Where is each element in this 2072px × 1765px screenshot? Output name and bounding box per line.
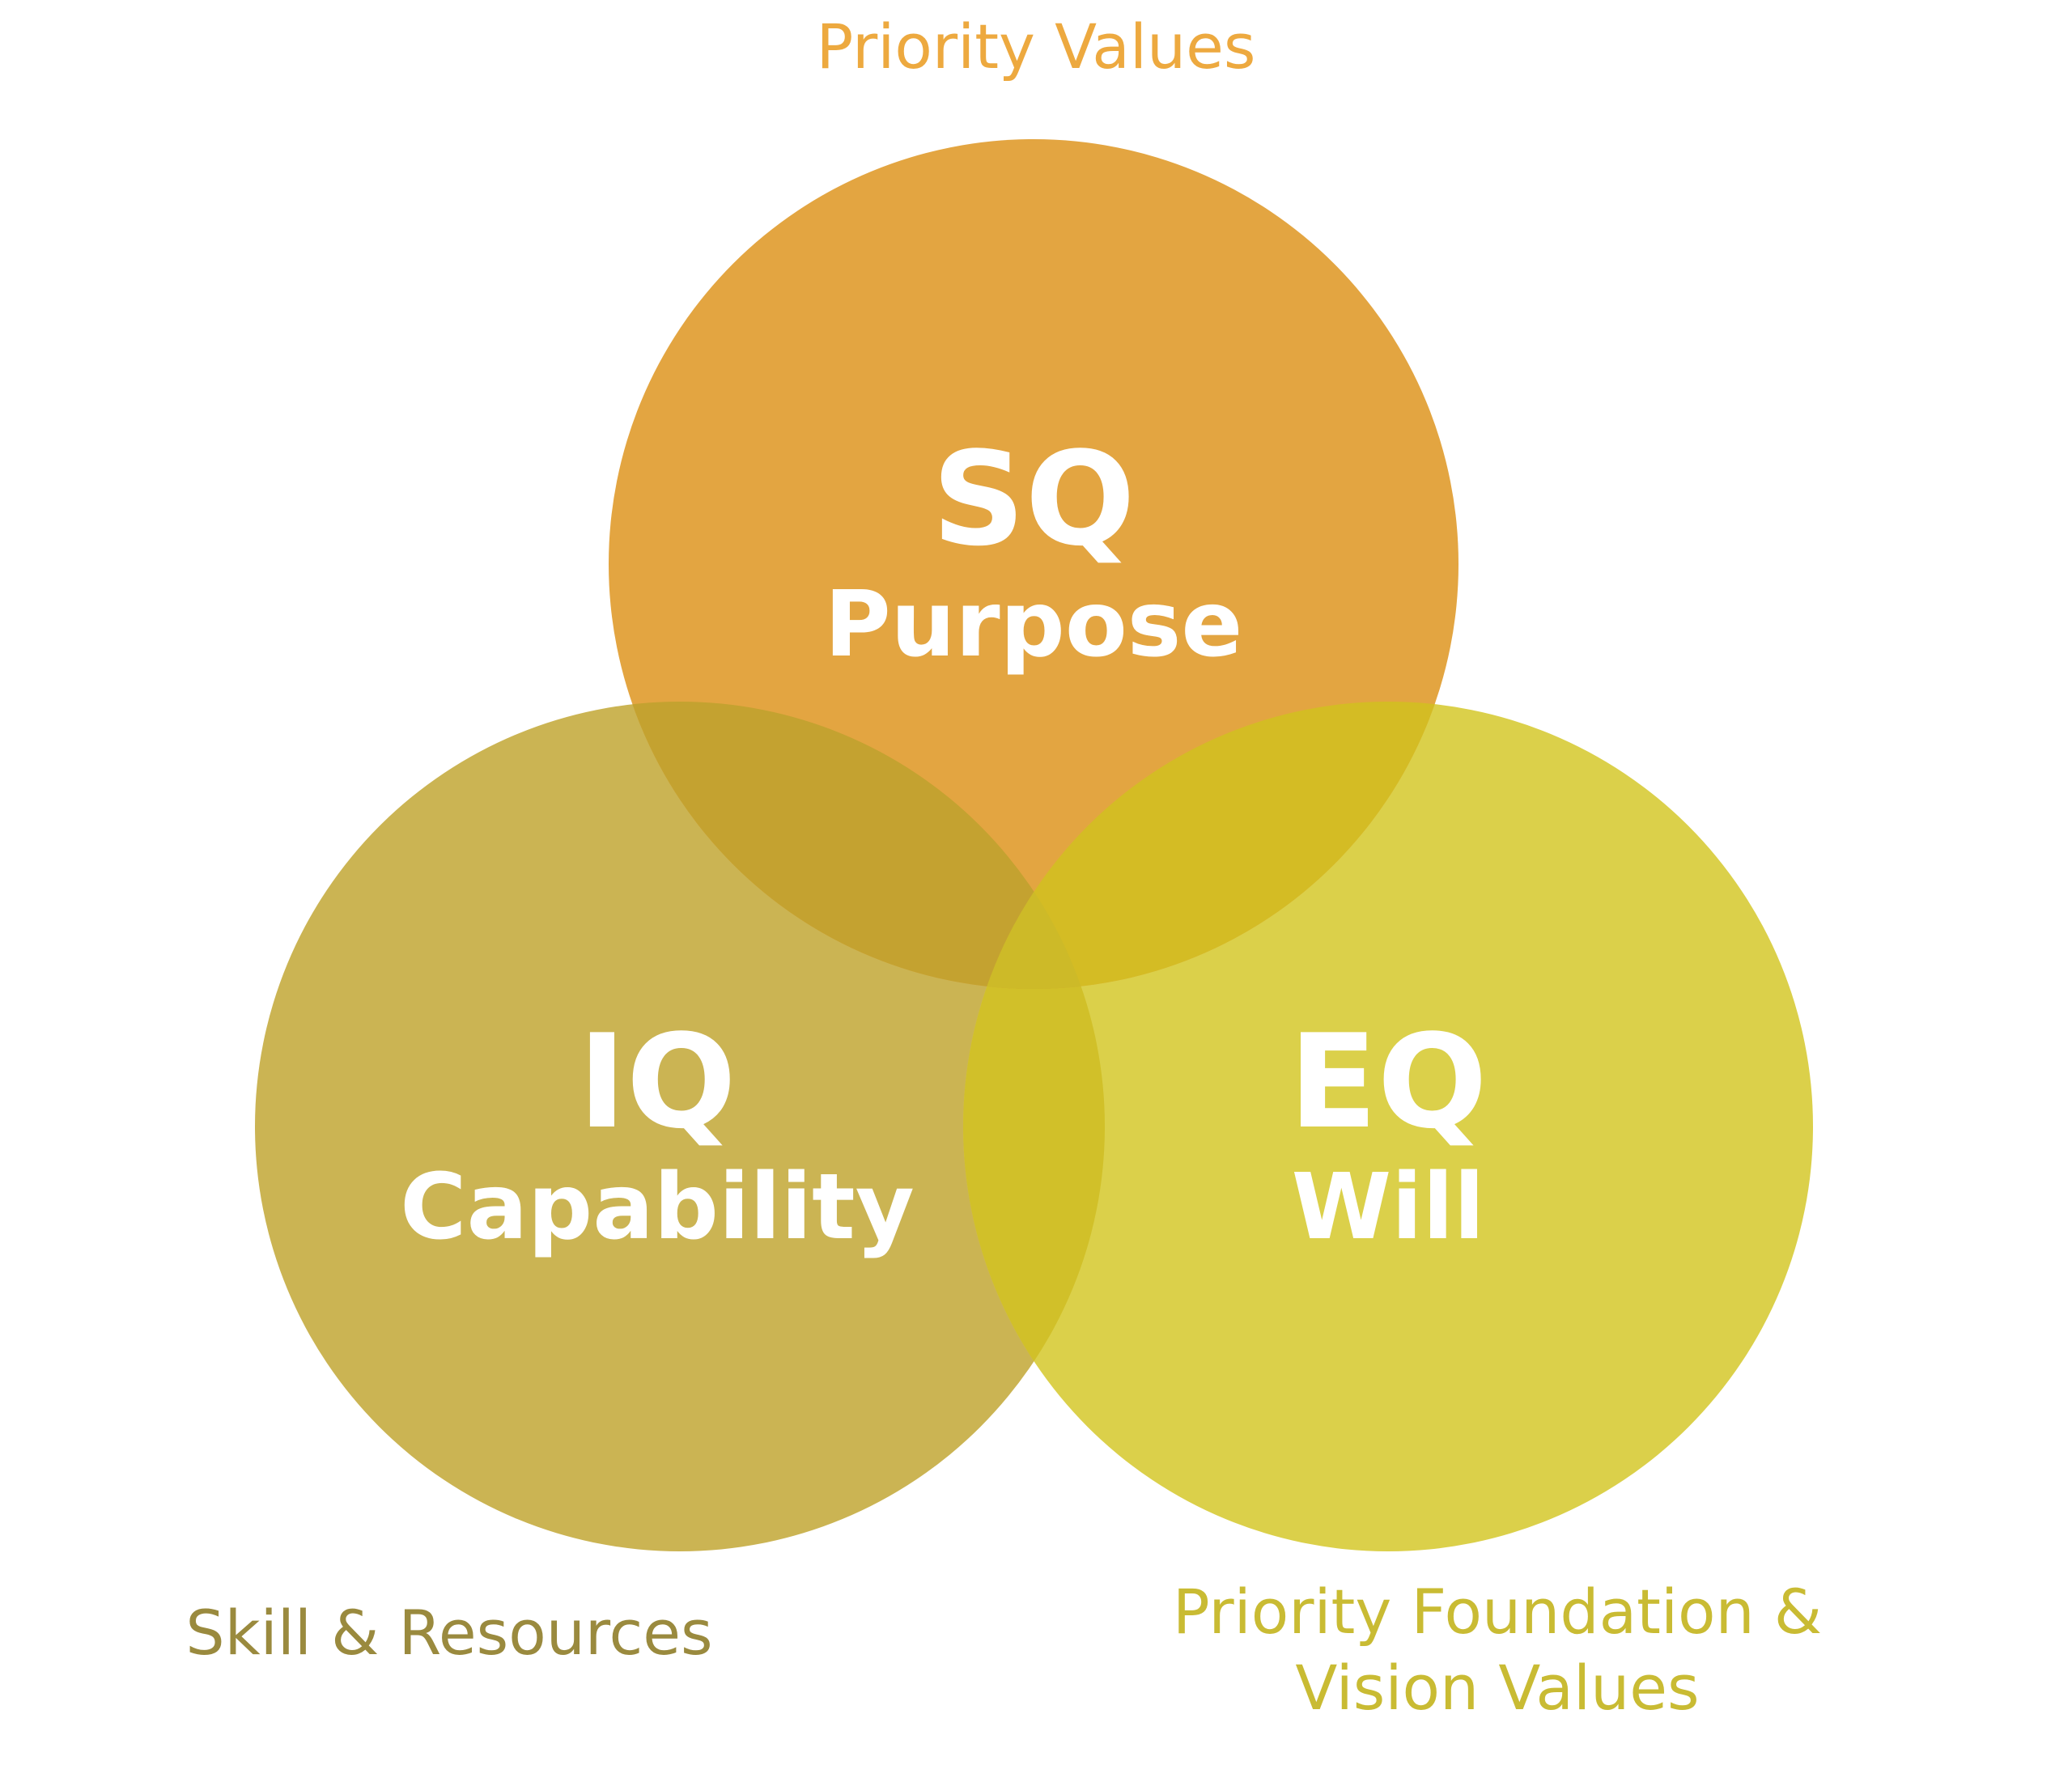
sq-label: Purpose: [825, 572, 1243, 677]
eq-caption-line1: Priority Foundation &: [1173, 1576, 1822, 1648]
eq-code: EQ: [1289, 1006, 1487, 1157]
eq-label: Will: [1292, 1155, 1485, 1260]
top-caption: Priority Values: [817, 11, 1256, 83]
sq-code: SQ: [932, 423, 1135, 575]
iq-code: IQ: [578, 1006, 737, 1157]
sq-eq-overlap: [963, 702, 1458, 989]
iq-label: Capability: [400, 1155, 914, 1260]
eq-caption-line2: Vision Values: [1295, 1652, 1699, 1724]
sq-iq-overlap: [609, 702, 1105, 989]
iq-caption: Skill & Resources: [185, 1597, 712, 1669]
